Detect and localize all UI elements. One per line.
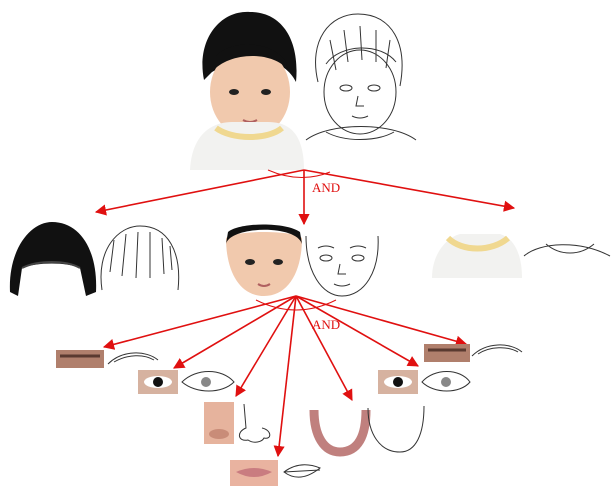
and-label-face: AND [312,317,340,332]
hair-node [10,222,179,296]
edge-root-hair [96,170,304,212]
face-photo [226,225,302,297]
face-sketch [306,236,378,296]
collar-node [432,234,610,278]
eyebrow-right-node [424,344,522,362]
eyebrow-left-node [56,350,158,368]
edge-face-eye-left [174,296,296,368]
root-node [188,6,422,170]
nose-node [204,402,270,444]
face-node [226,225,378,297]
face-outline-node [314,406,424,452]
root-photo [188,8,304,170]
edge-face-eyebrow-left [104,296,296,347]
root-edges: AND [96,170,514,224]
and-label-top: AND [312,180,340,195]
root-sketch [304,6,422,168]
mouth-node [230,460,320,486]
eye-left-node [138,370,234,394]
eye-right-node [378,370,470,394]
